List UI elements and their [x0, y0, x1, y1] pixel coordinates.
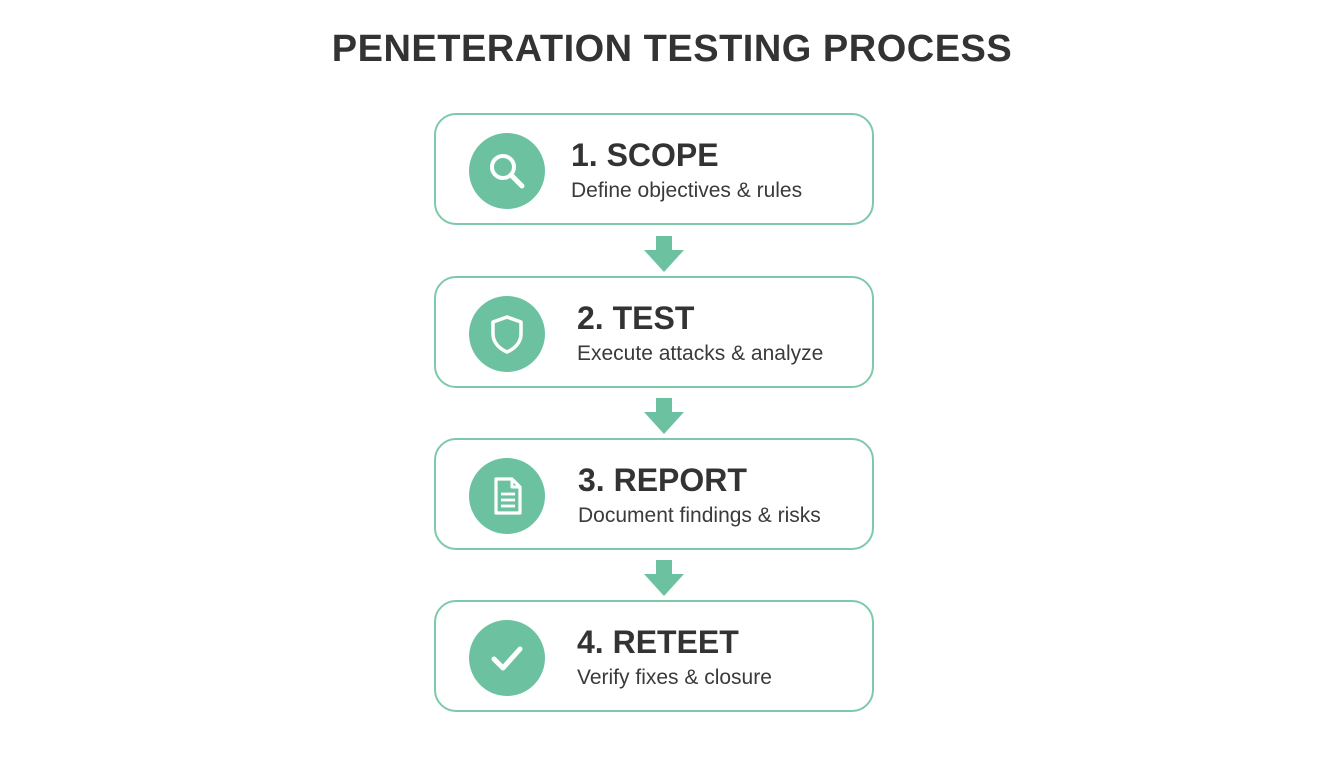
step-card-retest: 4. RETEET Verify fixes & closure — [434, 600, 874, 712]
step-description: Execute attacks & analyze — [577, 342, 824, 365]
step-card-report: 3. REPORT Document findings & risks — [434, 438, 874, 550]
step-card-scope: 1. SCOPE Define objectives & rules — [434, 113, 874, 225]
shield-icon — [469, 296, 545, 372]
document-icon — [469, 458, 545, 534]
step-title: 4. RETEET — [577, 624, 739, 660]
diagram-title: PENETERATION TESTING PROCESS — [331, 28, 1013, 70]
down-arrow-icon — [644, 560, 684, 596]
step-title: 3. REPORT — [578, 462, 747, 498]
step-title: 1. SCOPE — [571, 137, 719, 173]
down-arrow-icon — [644, 398, 684, 434]
step-title: 2. TEST — [577, 300, 695, 336]
checkmark-icon — [469, 620, 545, 696]
step-description: Document findings & risks — [578, 504, 821, 527]
magnifier-icon — [469, 133, 545, 209]
step-description: Define objectives & rules — [571, 179, 803, 202]
step-description: Verify fixes & closure — [577, 666, 772, 689]
down-arrow-icon — [644, 236, 684, 272]
step-card-test: 2. TEST Execute attacks & analyze — [434, 276, 874, 388]
